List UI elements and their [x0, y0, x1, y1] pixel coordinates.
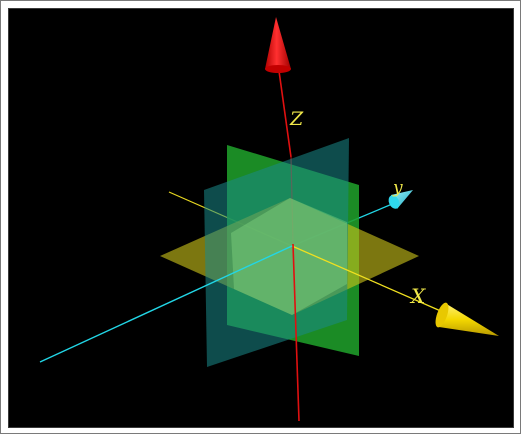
y-arrow-cone	[388, 190, 413, 209]
plane-overlap-highlight	[231, 198, 347, 315]
y-axis-line-front	[39, 245, 293, 363]
y-axis-label: y	[392, 178, 403, 198]
3d-viewport[interactable]: Z y X	[8, 8, 514, 428]
z-axis-line-bottom	[292, 243, 300, 422]
x-axis-label: X	[409, 284, 426, 308]
scene-canvas: Z y X	[39, 17, 499, 422]
z-axis-label: Z	[289, 108, 304, 130]
z-arrow-cone	[265, 17, 291, 73]
z-axis-line-top	[278, 70, 292, 158]
x-axis-line-front	[291, 245, 444, 313]
x-arrow-cone	[435, 302, 499, 336]
